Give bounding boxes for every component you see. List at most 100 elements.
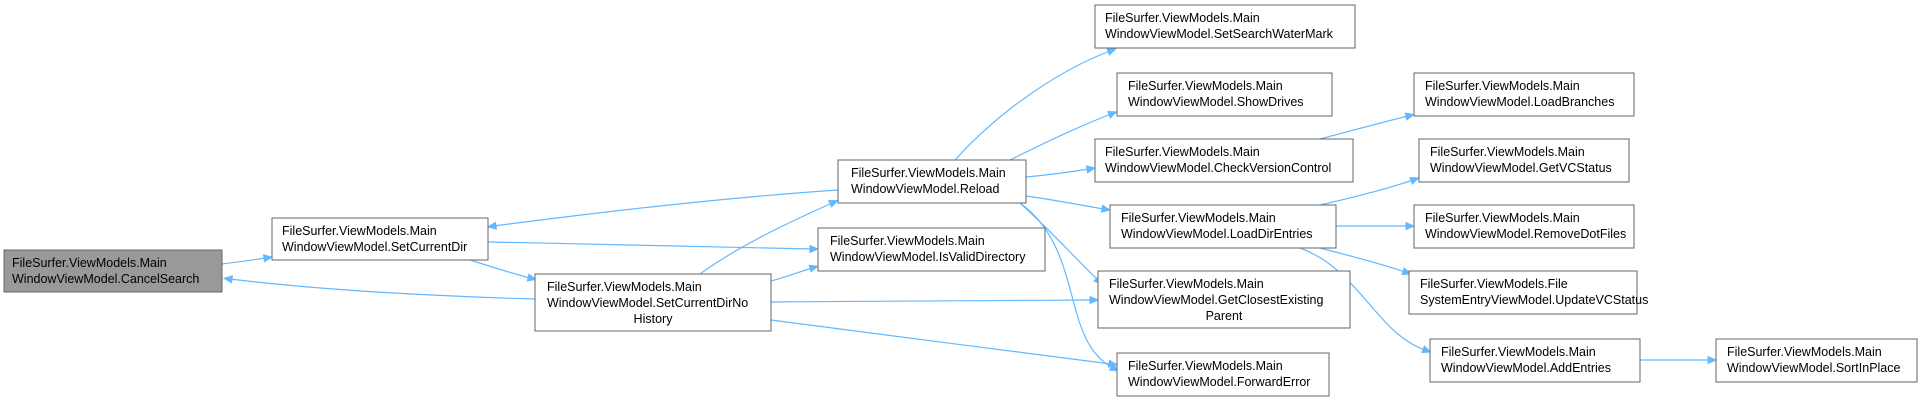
node-set-search-watermark[interactable]: FileSurfer.ViewModels.Main WindowViewMod… (1094, 4, 1356, 49)
node-load-dir-entries-box (1109, 204, 1337, 249)
edge-set-current-dir-no-history-to-cancel-search (222, 275, 536, 300)
node-set-current-dir-box (271, 217, 489, 261)
edge-load-dir-entries-to-get-vc-status (1319, 176, 1420, 206)
node-cancel-search-line2: WindowViewModel.CancelSearch (12, 272, 199, 286)
node-reload-line1: FileSurfer.ViewModels.Main (851, 166, 1006, 180)
node-forward-error-line1: FileSurfer.ViewModels.Main (1128, 359, 1283, 373)
node-set-current-dir-line1: FileSurfer.ViewModels.Main (282, 224, 437, 238)
edge-arrowhead (222, 275, 233, 284)
node-load-branches[interactable]: FileSurfer.ViewModels.Main WindowViewMod… (1413, 72, 1635, 117)
edge-reload-to-load-dir-entries (1025, 195, 1112, 213)
node-reload[interactable]: FileSurfer.ViewModels.Main WindowViewMod… (837, 159, 1027, 204)
edges-layer (221, 47, 1718, 372)
edge-reload-to-forward-error (1019, 202, 1120, 372)
edge-arrowhead (1106, 47, 1117, 56)
node-load-dir-entries[interactable]: FileSurfer.ViewModels.Main WindowViewMod… (1109, 204, 1337, 249)
node-set-search-watermark-line1: FileSurfer.ViewModels.Main (1105, 11, 1260, 25)
edge-line (1025, 195, 1105, 210)
node-sort-in-place-line2: WindowViewModel.SortInPlace (1727, 361, 1901, 375)
edge-line (229, 278, 536, 300)
edge-line (1319, 247, 1406, 273)
node-cancel-search-box (3, 249, 223, 293)
node-set-current-dir-no-history[interactable]: FileSurfer.ViewModels.Main WindowViewMod… (534, 273, 772, 332)
node-set-current-dir[interactable]: FileSurfer.ViewModels.Main WindowViewMod… (271, 217, 489, 261)
node-forward-error-line2: WindowViewModel.ForwardError (1128, 375, 1310, 389)
node-get-closest-existing-parent[interactable]: FileSurfer.ViewModels.Main WindowViewMod… (1097, 270, 1351, 329)
edge-arrowhead (1107, 110, 1118, 119)
edge-set-current-dir-to-is-valid-directory (487, 241, 820, 254)
node-is-valid-directory-line2: WindowViewModel.IsValidDirectory (830, 250, 1026, 264)
node-cancel-search[interactable]: FileSurfer.ViewModels.Main WindowViewMod… (3, 249, 223, 293)
node-show-drives-line1: FileSurfer.ViewModels.Main (1128, 79, 1283, 93)
node-update-vc-status[interactable]: FileSurfer.ViewModels.File SystemEntryVi… (1408, 270, 1648, 315)
node-update-vc-status-box (1408, 270, 1638, 315)
edge-line (770, 319, 1112, 365)
node-check-version-control[interactable]: FileSurfer.ViewModels.Main WindowViewMod… (1094, 138, 1354, 183)
node-load-dir-entries-line1: FileSurfer.ViewModels.Main (1121, 211, 1276, 225)
node-check-version-control-line1: FileSurfer.ViewModels.Main (1105, 145, 1260, 159)
node-get-vc-status-line1: FileSurfer.ViewModels.Main (1430, 145, 1585, 159)
edge-add-entries-to-sort-in-place (1640, 355, 1718, 365)
node-forward-error[interactable]: FileSurfer.ViewModels.Main WindowViewMod… (1116, 352, 1330, 397)
node-set-current-dir-line2: WindowViewModel.SetCurrentDir (282, 240, 467, 254)
node-update-vc-status-line1: FileSurfer.ViewModels.File (1420, 277, 1568, 291)
node-sort-in-place[interactable]: FileSurfer.ViewModels.Main WindowViewMod… (1715, 338, 1918, 383)
node-remove-dot-files[interactable]: FileSurfer.ViewModels.Main WindowViewMod… (1413, 204, 1635, 249)
edge-line (699, 202, 833, 275)
node-is-valid-directory-line1: FileSurfer.ViewModels.Main (830, 234, 985, 248)
edge-line (221, 257, 267, 265)
node-reload-box (837, 159, 1027, 204)
edge-reload-to-show-drives (1009, 110, 1118, 161)
node-get-closest-existing-parent-line1: FileSurfer.ViewModels.Main (1109, 277, 1264, 291)
edge-load-dir-entries-to-remove-dot-files (1336, 221, 1416, 231)
edge-arrowhead (827, 199, 839, 208)
edge-arrowhead (1108, 363, 1120, 372)
node-add-entries-box (1429, 338, 1641, 383)
edge-reload-to-set-search-watermark (954, 47, 1117, 161)
edge-line (1019, 202, 1114, 369)
node-update-vc-status-line2: SystemEntryViewModel.UpdateVCStatus (1420, 293, 1648, 307)
edge-load-dir-entries-to-add-entries (1299, 247, 1432, 354)
node-forward-error-box (1116, 352, 1330, 397)
node-load-branches-box (1413, 72, 1635, 117)
node-show-drives[interactable]: FileSurfer.ViewModels.Main WindowViewMod… (1116, 72, 1333, 117)
edge-check-version-control-to-load-branches (1319, 112, 1416, 140)
node-get-vc-status[interactable]: FileSurfer.ViewModels.Main WindowViewMod… (1418, 138, 1630, 183)
edge-arrowhead (1404, 112, 1416, 121)
node-set-search-watermark-line2: WindowViewModel.SetSearchWaterMark (1105, 27, 1334, 41)
node-is-valid-directory[interactable]: FileSurfer.ViewModels.Main WindowViewMod… (817, 227, 1046, 272)
node-get-closest-existing-parent-line3: Parent (1206, 309, 1243, 323)
edge-set-current-dir-no-history-to-forward-error (770, 319, 1119, 368)
edge-cancel-search-to-set-current-dir (221, 254, 274, 265)
node-set-current-dir-no-history-line3: History (634, 312, 674, 326)
edge-arrowhead (808, 264, 819, 273)
node-cancel-search-line1: FileSurfer.ViewModels.Main (12, 256, 167, 270)
node-sort-in-place-line1: FileSurfer.ViewModels.Main (1727, 345, 1882, 359)
edge-reload-to-check-version-control (1025, 165, 1097, 178)
node-remove-dot-files-box (1413, 204, 1635, 249)
node-show-drives-box (1116, 72, 1333, 117)
edge-arrowhead (1409, 176, 1420, 185)
edge-reload-to-set-current-dir (486, 189, 839, 230)
edge-line (770, 267, 813, 282)
node-get-vc-status-box (1418, 138, 1630, 183)
node-get-vc-status-line2: WindowViewModel.GetVCStatus (1430, 161, 1612, 175)
node-remove-dot-files-line1: FileSurfer.ViewModels.Main (1425, 211, 1580, 225)
edge-set-current-dir-no-history-to-is-valid-directory (770, 264, 819, 282)
node-add-entries[interactable]: FileSurfer.ViewModels.Main WindowViewMod… (1429, 338, 1641, 383)
node-load-branches-line1: FileSurfer.ViewModels.Main (1425, 79, 1580, 93)
node-set-current-dir-no-history-box (534, 273, 772, 332)
edge-line (493, 189, 839, 227)
node-get-closest-existing-parent-box (1097, 270, 1351, 329)
node-set-current-dir-no-history-line2: WindowViewModel.SetCurrentDirNo (547, 296, 748, 310)
node-check-version-control-line2: WindowViewModel.CheckVersionControl (1105, 161, 1331, 175)
node-get-closest-existing-parent-line2: WindowViewModel.GetClosestExisting (1109, 293, 1323, 307)
edge-arrowhead (486, 221, 497, 230)
edge-set-current-dir-no-history-to-get-closest-existing-parent (770, 295, 1100, 305)
edge-line (469, 259, 531, 279)
edge-line (1299, 247, 1426, 351)
node-reload-line2: WindowViewModel.Reload (851, 182, 1000, 196)
node-set-current-dir-no-history-line1: FileSurfer.ViewModels.Main (547, 280, 702, 294)
node-add-entries-line1: FileSurfer.ViewModels.Main (1441, 345, 1596, 359)
